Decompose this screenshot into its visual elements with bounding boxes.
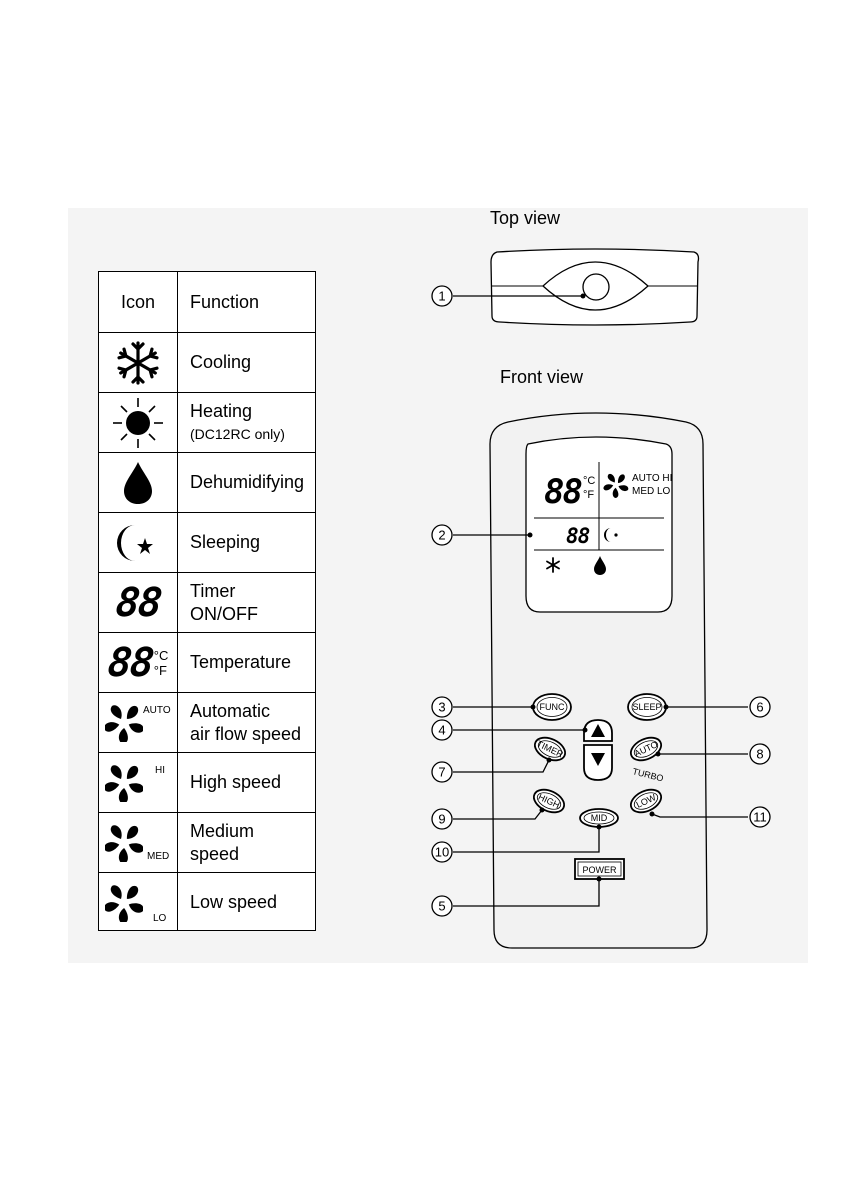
svg-text:SLEEP: SLEEP — [632, 702, 661, 712]
top-view-body — [491, 249, 699, 325]
svg-text:6: 6 — [756, 700, 763, 715]
svg-text:MID: MID — [591, 813, 608, 823]
power-button[interactable]: POWER — [575, 859, 624, 879]
lcd-temp-digits: 88 — [544, 472, 581, 512]
callout-10: 10 — [432, 842, 452, 862]
svg-text:11: 11 — [753, 810, 767, 825]
callout-4: 4 — [432, 720, 452, 740]
callout-3: 3 — [432, 697, 452, 717]
svg-text:3: 3 — [438, 700, 445, 715]
callout-8: 8 — [750, 744, 770, 764]
lcd-timer-digits: 88 — [566, 524, 590, 548]
callout-2: 2 — [432, 525, 452, 545]
svg-text:POWER: POWER — [582, 865, 617, 875]
lcd-celsius: °C — [583, 475, 595, 487]
callout-6: 6 — [750, 697, 770, 717]
temp-up-button[interactable] — [584, 720, 612, 741]
callout-1: 1 — [432, 286, 452, 306]
mid-button[interactable]: MID — [580, 809, 618, 827]
svg-text:9: 9 — [438, 812, 445, 827]
svg-text:2: 2 — [438, 528, 445, 543]
callout-11: 11 — [750, 807, 770, 827]
sleep-button[interactable]: SLEEP — [628, 694, 666, 720]
svg-text:10: 10 — [435, 845, 449, 860]
svg-text:5: 5 — [438, 899, 445, 914]
callout-9: 9 — [432, 809, 452, 829]
svg-text:7: 7 — [438, 765, 445, 780]
svg-text:4: 4 — [438, 723, 445, 738]
temp-down-button[interactable] — [584, 745, 612, 780]
svg-text:FUNC: FUNC — [540, 702, 565, 712]
svg-text:1: 1 — [438, 289, 445, 304]
callout-5: 5 — [432, 896, 452, 916]
func-button[interactable]: FUNC — [533, 694, 571, 720]
lcd-speed-line1: AUTO HI — [632, 473, 672, 484]
ir-emitter — [583, 274, 609, 300]
lcd-speed-line2: MED LO — [632, 486, 671, 497]
lcd-fahrenheit: °F — [583, 489, 594, 501]
callout-7: 7 — [432, 762, 452, 782]
svg-text:8: 8 — [756, 747, 763, 762]
